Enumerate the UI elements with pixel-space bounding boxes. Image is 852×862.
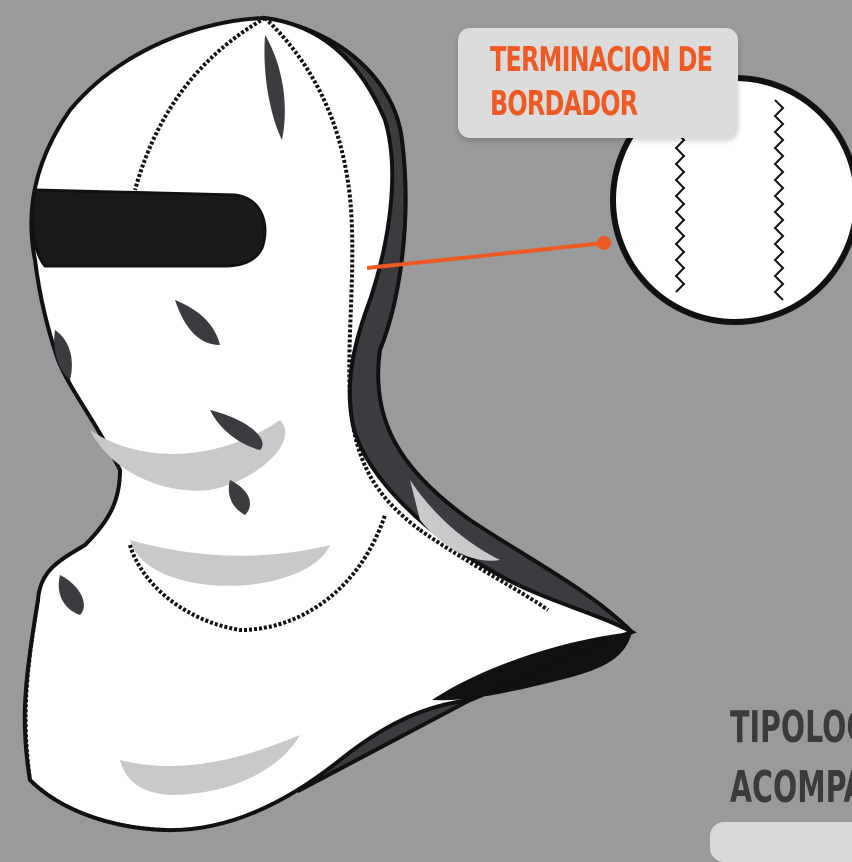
section-heading-line1: TIPOLOGI	[730, 702, 852, 753]
neck-opening-shadow	[432, 632, 632, 701]
callout-box	[458, 28, 738, 138]
balaclava-illustration	[22, 15, 852, 833]
bottom-pill	[710, 822, 852, 862]
section-heading: TIPOLOGI ACOMPAI	[730, 698, 852, 818]
seam-stitching	[23, 16, 633, 832]
section-heading-line2: ACOMPAI	[730, 762, 852, 813]
callout-label-line1: TERMINACION DE	[490, 40, 713, 80]
eye-opening	[30, 188, 267, 268]
fabric-shading	[90, 420, 500, 795]
hood-body	[22, 15, 638, 833]
callout-leader-dot	[597, 236, 611, 250]
callout-leader-line	[366, 241, 605, 270]
dark-shading	[54, 35, 285, 615]
callout-label-line2: BORDADOR	[490, 84, 638, 124]
callout-label: TERMINACION DE BORDADOR	[490, 38, 713, 126]
